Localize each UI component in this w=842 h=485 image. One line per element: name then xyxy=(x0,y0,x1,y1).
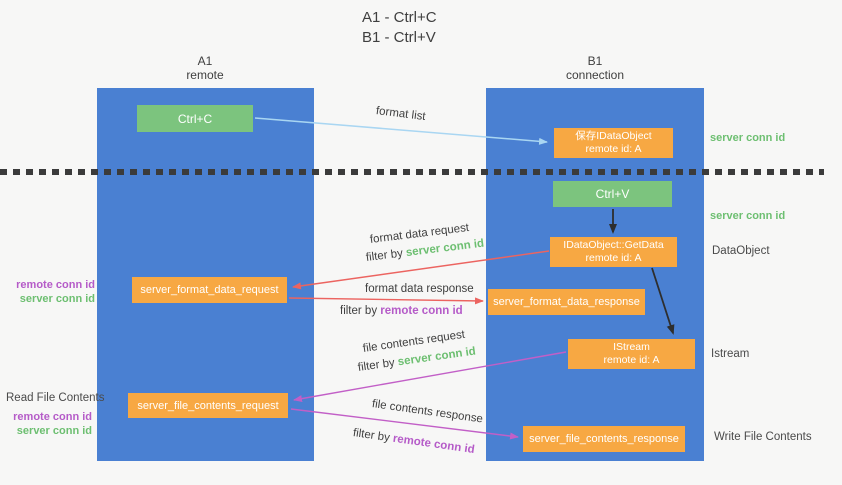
getdata-line1: IDataObject::GetData xyxy=(563,239,664,251)
ctrl-v-label: Ctrl+V xyxy=(595,187,630,201)
save-idataobject-box: 保存IDataObject remote id: A xyxy=(554,128,673,158)
column-b1-subtitle: connection xyxy=(565,68,625,82)
server-format-data-request-label: server_format_data_request xyxy=(140,284,279,296)
save-idataobject-line1: 保存IDataObject xyxy=(575,130,652,142)
format-data-response-label: format data response xyxy=(365,283,474,295)
file-remote-conn-id-label: remote conn id xyxy=(13,411,92,423)
server-format-data-request-box: server_format_data_request xyxy=(132,277,287,303)
server-file-contents-request-box: server_file_contents_request xyxy=(128,393,288,418)
column-a1-name: A1 xyxy=(197,54,213,68)
file-server-conn-id-label: server conn id xyxy=(16,425,92,437)
diagram-title: A1 - Ctrl+C B1 - Ctrl+V xyxy=(362,8,437,48)
arrow-format-data-response xyxy=(288,297,484,305)
filter-by-text: filter by xyxy=(365,247,407,264)
format-remote-conn-id-label: remote conn id xyxy=(16,279,95,291)
ctrl-v-box: Ctrl+V xyxy=(553,181,672,207)
title-line-a1: A1 - Ctrl+C xyxy=(362,9,437,26)
dataobject-label: DataObject xyxy=(712,245,770,257)
filter-server-conn-id: server conn id xyxy=(405,237,485,260)
idataobject-getdata-box: IDataObject::GetData remote id: A xyxy=(550,237,677,267)
read-file-contents-label: Read File Contents xyxy=(6,392,105,404)
format-list-label: format list xyxy=(375,105,427,124)
write-file-contents-label: Write File Contents xyxy=(714,431,812,443)
ctrl-c-box: Ctrl+C xyxy=(137,105,253,132)
server-file-contents-response-box: server_file_contents_response xyxy=(523,426,685,452)
file-contents-response-filter-label: filter by remote conn id xyxy=(352,427,475,456)
server-format-data-response-box: server_format_data_response xyxy=(488,289,645,315)
session-divider-dotted-line xyxy=(0,169,824,175)
server-file-contents-request-label: server_file_contents_request xyxy=(137,399,279,412)
filter-remote-conn-id: remote conn id xyxy=(380,305,463,317)
filter-by-text: filter by xyxy=(357,356,399,374)
filter-server-conn-id: server conn id xyxy=(397,345,477,369)
server-format-data-response-label: server_format_data_response xyxy=(493,296,640,308)
column-a1-subtitle: remote xyxy=(186,68,224,82)
column-header-b1: B1 connection xyxy=(535,54,655,82)
file-contents-response-label: file contents response xyxy=(371,398,484,426)
getdata-line2: remote id: A xyxy=(585,252,642,264)
server-conn-id-mid-label: server conn id xyxy=(710,210,786,222)
column-b1-name: B1 xyxy=(587,54,603,68)
server-conn-id-top-label: server conn id xyxy=(710,132,786,144)
filter-by-text: filter by xyxy=(352,427,394,445)
filter-remote-conn-id: remote conn id xyxy=(392,432,476,457)
file-conn-id-stack: remote conn id server conn id xyxy=(0,410,92,438)
filter-by-text: filter by xyxy=(340,305,381,317)
title-line-b1: B1 - Ctrl+V xyxy=(362,29,436,46)
format-server-conn-id-label: server conn id xyxy=(19,293,95,305)
ctrl-c-label: Ctrl+C xyxy=(177,111,213,126)
save-idataobject-line2: remote id: A xyxy=(585,143,642,155)
server-file-contents-response-label: server_file_contents_response xyxy=(529,433,679,445)
format-data-response-filter-label: filter by remote conn id xyxy=(340,305,463,317)
column-header-a1: A1 remote xyxy=(145,54,265,82)
istream-side-label: Istream xyxy=(711,348,750,360)
format-conn-id-stack: remote conn id server conn id xyxy=(0,278,95,306)
istream-line2: remote id: A xyxy=(603,354,660,366)
istream-box: IStream remote id: A xyxy=(568,339,695,369)
istream-line1: IStream xyxy=(613,341,650,353)
